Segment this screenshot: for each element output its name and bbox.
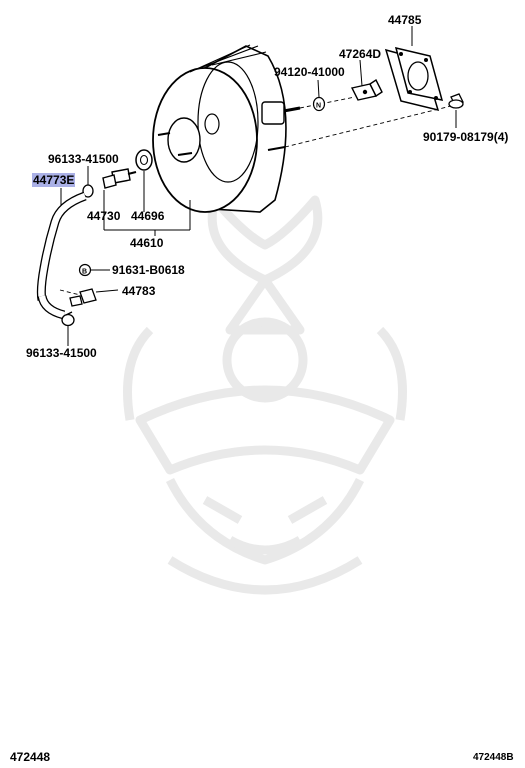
flange-nut[interactable] [448,93,464,109]
diagram-code-left: 472448 [10,750,51,764]
leader-lines [60,26,457,346]
label-47264d[interactable]: 47264D [339,47,382,61]
hose-clamp[interactable] [69,288,97,307]
svg-text:N: N [316,103,321,110]
label-44773e[interactable]: 44773E [32,173,76,187]
check-valve-bracket[interactable] [350,78,383,101]
label-90179-08179[interactable]: 90179-08179(4) [423,130,508,144]
brake-booster-body[interactable] [152,44,301,213]
nut-n[interactable]: N [312,96,326,112]
diagram-code-right: 472448B [473,752,514,763]
svg-text:B: B [82,269,87,276]
watermark-logo [123,195,407,595]
vacuum-hose[interactable] [36,191,87,320]
lower-clip[interactable] [61,311,75,327]
label-44730[interactable]: 44730 [87,209,121,223]
label-44783[interactable]: 44783 [122,284,156,298]
label-44785[interactable]: 44785 [388,13,422,27]
bolt-b[interactable]: B [78,263,92,277]
label-44696[interactable]: 44696 [131,209,165,223]
label-96133-41500-upper[interactable]: 96133-41500 [48,152,119,166]
label-94120-41000[interactable]: 94120-41000 [274,65,345,79]
union-fitting[interactable] [102,168,137,189]
label-96133-41500-lower[interactable]: 96133-41500 [26,346,97,360]
label-91631-b0618[interactable]: 91631-B0618 [112,263,185,277]
grommet[interactable] [135,149,153,171]
label-90179-08179-qty: (4) [493,130,509,144]
gasket-plate[interactable] [384,46,444,112]
label-44610[interactable]: 44610 [130,236,164,250]
label-90179-08179-number: 90179-08179 [423,130,494,144]
leader-dashes [59,96,456,296]
